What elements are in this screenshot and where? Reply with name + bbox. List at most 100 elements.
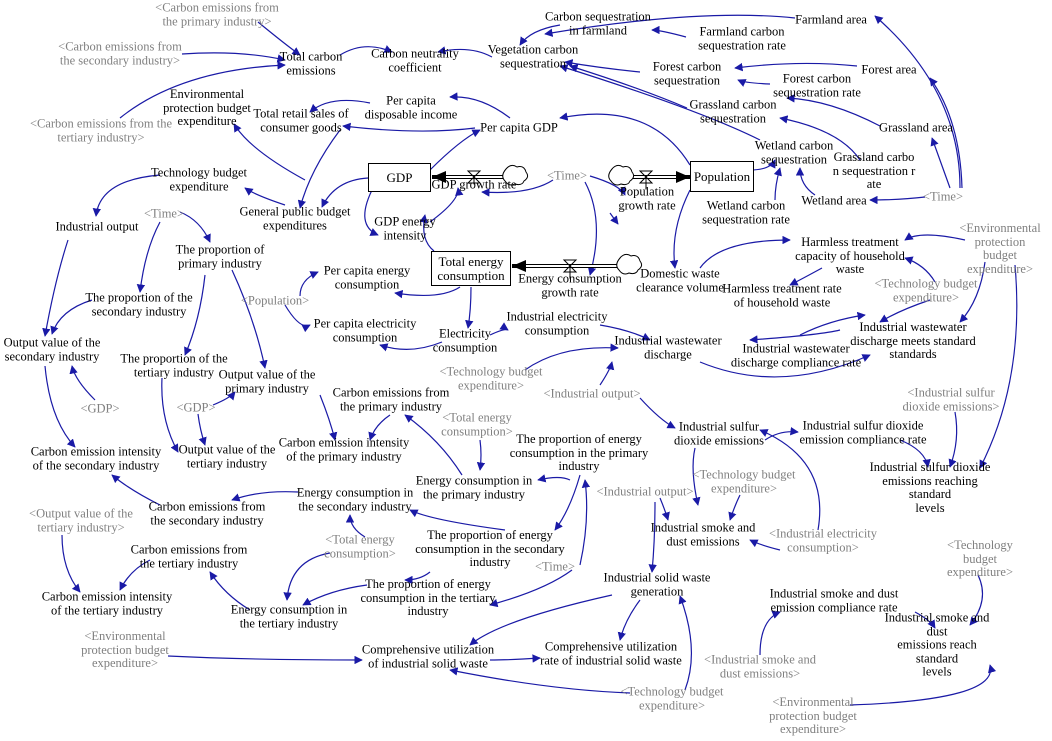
var-per-capita-electricity[interactable]: Per capita electricity consumption: [313, 316, 417, 344]
var-proportion-energy-tertiary[interactable]: The proportion of energy consumption in …: [360, 576, 496, 618]
var-harmless-treatment-capacity[interactable]: Harmless treatment capacity of household…: [795, 234, 905, 276]
var-sulfur-dioxide-standard[interactable]: Industrial sulfur dioxide emissions reac…: [869, 460, 991, 515]
var-comprehensive-utilization[interactable]: Comprehensive utilization of industrial …: [361, 642, 495, 670]
var-carbon-intensity-primary[interactable]: Carbon emission intensity of the primary…: [278, 435, 410, 463]
var-vegetation-sequestration[interactable]: Vegetation carbon sequestration: [487, 42, 579, 70]
var-carbon-sequestration-farmland[interactable]: Carbon sequestration in farmland: [545, 9, 651, 37]
var-gdp-shadow-2[interactable]: <GDP>: [176, 400, 216, 415]
var-forest-sequestration-rate[interactable]: Forest carbon sequestration rate: [773, 71, 861, 99]
var-grassland-area[interactable]: Grassland area: [879, 120, 953, 135]
var-smoke-dust-emissions[interactable]: Industrial smoke and dust emissions: [650, 520, 756, 548]
var-proportion-tertiary[interactable]: The proportion of the tertiary industry: [120, 351, 228, 379]
var-env-budget-shadow-3[interactable]: <Environmental protection budget expendi…: [769, 694, 857, 736]
var-comprehensive-utilization-rate[interactable]: Comprehensive utilization rate of indust…: [540, 639, 682, 667]
var-grassland-sequestration-rate[interactable]: Grassland carbo n sequestration r ate: [832, 149, 916, 191]
var-industrial-output-shadow-2[interactable]: <Industrial output>: [596, 484, 694, 499]
var-energy-tertiary[interactable]: Energy consumption in the tertiary indus…: [230, 602, 348, 630]
link-prop-secondary-to-energy-secondary: [409, 509, 506, 531]
var-carbon-intensity-tertiary[interactable]: Carbon emission intensity of the tertiar…: [41, 589, 173, 617]
var-tech-budget-shadow-5[interactable]: <Technology budget expenditure>: [620, 684, 724, 712]
var-electricity-consumption[interactable]: Electricity consumption: [432, 326, 498, 354]
var-per-capita-income[interactable]: Per capita disposable income: [364, 93, 458, 121]
var-energy-secondary[interactable]: Energy consumption in the secondary indu…: [296, 485, 414, 513]
link-ce-tertiary-to-ci-tertiary: [119, 559, 151, 591]
var-carbon-emissions-primary[interactable]: Carbon emissions from the primary indust…: [332, 385, 450, 413]
var-tech-budget-shadow-1[interactable]: <Technology budget expenditure>: [874, 276, 978, 304]
var-wastewater-standard[interactable]: Industrial wastewater discharge meets st…: [850, 319, 976, 361]
var-grassland-sequestration[interactable]: Grassland carbon sequestration: [689, 97, 777, 125]
var-total-energy-shadow-2[interactable]: <Total energy consumption>: [324, 532, 396, 560]
var-output-tertiary[interactable]: Output value of the tertiary industry: [178, 442, 276, 470]
energy-valve-bottom: [562, 265, 578, 273]
var-farmland-sequestration-rate[interactable]: Farmland carbon sequestration rate: [698, 24, 786, 52]
var-wastewater-compliance-rate[interactable]: Industrial wastewater discharge complian…: [730, 341, 862, 369]
var-time-bottom[interactable]: <Time>: [534, 559, 576, 574]
link-wet-area-to-cs: [795, 167, 816, 196]
var-industrial-output-shadow-1[interactable]: <Industrial output>: [543, 386, 641, 401]
var-energy-growth-rate[interactable]: Energy consumption growth rate: [518, 271, 622, 299]
var-proportion-energy-secondary[interactable]: The proportion of energy consumption in …: [415, 527, 565, 569]
var-sulfur-dioxide-emissions[interactable]: Industrial sulfur dioxide emissions: [674, 419, 764, 447]
var-industrial-solid-waste[interactable]: Industrial solid waste generation: [603, 570, 711, 598]
var-time-mid[interactable]: <Time>: [546, 168, 588, 183]
var-total-energy-shadow-1[interactable]: <Total energy consumption>: [441, 410, 513, 438]
var-forest-sequestration[interactable]: Forest carbon sequestration: [652, 59, 722, 87]
var-time-right[interactable]: <Time>: [922, 189, 964, 204]
var-wetland-area[interactable]: Wetland area: [801, 193, 867, 208]
var-proportion-primary[interactable]: The proportion of primary industry: [175, 242, 265, 270]
var-sulfur-dioxide-compliance[interactable]: Industrial sulfur dioxide emission compl…: [799, 418, 927, 446]
var-population-growth-rate[interactable]: Population growth rate: [618, 184, 676, 212]
var-wetland-sequestration[interactable]: Wetland carbon sequestration: [754, 138, 834, 166]
var-harmless-treatment-rate[interactable]: Harmless treatment rate of household was…: [722, 281, 842, 309]
var-carbon-intensity-secondary[interactable]: Carbon emission intensity of the seconda…: [30, 444, 162, 472]
var-carbon-emissions-secondary[interactable]: Carbon emissions from the secondary indu…: [148, 499, 266, 527]
var-ce-primary-shadow[interactable]: <Carbon emissions from the primary indus…: [155, 0, 279, 28]
var-gdp-shadow-1[interactable]: <GDP>: [80, 401, 120, 416]
stock-total-energy-consumption[interactable]: Total energy consumption: [431, 251, 511, 286]
var-carbon-emissions-tertiary[interactable]: Carbon emissions from the tertiary indus…: [130, 542, 248, 570]
var-wetland-sequestration-rate[interactable]: Wetland carbon sequestration rate: [702, 198, 790, 226]
var-gdp-energy-intensity[interactable]: GDP energy intensity: [374, 214, 436, 242]
var-ce-secondary-shadow[interactable]: <Carbon emissions from the secondary ind…: [58, 39, 182, 67]
var-output-tertiary-shadow[interactable]: <Output value of the tertiary industry>: [29, 506, 133, 534]
var-ce-tertiary-shadow[interactable]: <Carbon emissions from the tertiary indu…: [29, 116, 173, 144]
var-industrial-electricity[interactable]: Industrial electricity consumption: [506, 309, 608, 337]
link-gdp-sh2-to-output-tertiary: [197, 413, 207, 446]
var-time-left[interactable]: <Time>: [143, 206, 185, 221]
var-smoke-dust-compliance[interactable]: Industrial smoke and dust emission compl…: [769, 586, 899, 614]
var-env-budget-shadow-2[interactable]: <Environmental protection budget expendi…: [81, 628, 169, 670]
var-per-capita-gdp[interactable]: Per capita GDP: [480, 120, 558, 135]
var-proportion-energy-primary[interactable]: The proportion of energy consumption in …: [509, 431, 649, 473]
var-per-capita-energy[interactable]: Per capita energy consumption: [323, 263, 411, 291]
var-output-secondary[interactable]: Output value of the secondary industry: [3, 335, 101, 363]
var-tech-budget-shadow-3[interactable]: <Technology budget expenditure>: [692, 467, 796, 495]
var-forest-area[interactable]: Forest area: [861, 62, 917, 77]
var-industrial-wastewater[interactable]: Industrial wastewater discharge: [614, 333, 722, 361]
link-forest-rate-to-cs: [737, 79, 771, 87]
stock-gdp[interactable]: GDP: [368, 163, 431, 192]
var-industrial-electricity-shadow[interactable]: <Industrial electricity consumption>: [768, 526, 878, 554]
var-technology-budget[interactable]: Technology budget expenditure: [151, 165, 247, 193]
var-farmland-area[interactable]: Farmland area: [795, 12, 867, 27]
stock-population[interactable]: Population: [690, 161, 754, 192]
var-general-public-budget[interactable]: General public budget expenditures: [239, 204, 351, 232]
var-smoke-dust-standard[interactable]: Industrial smoke and dust emissions reac…: [884, 610, 990, 679]
var-energy-primary[interactable]: Energy consumption in the primary indust…: [415, 473, 533, 501]
var-domestic-waste-volume[interactable]: Domestic waste clearance volume: [636, 266, 724, 294]
var-total-carbon-emissions[interactable]: Total carbon emissions: [279, 49, 343, 77]
var-proportion-secondary[interactable]: The proportion of the secondary industry: [85, 290, 193, 318]
var-total-retail-sales[interactable]: Total retail sales of consumer goods: [253, 106, 349, 134]
var-sulfur-dioxide-shadow[interactable]: <Industrial sulfur dioxide emissions>: [902, 385, 1000, 413]
var-gdp-growth-rate[interactable]: GDP growth rate: [431, 177, 517, 192]
var-carbon-neutrality-coefficient[interactable]: Carbon neutrality coefficient: [371, 46, 459, 74]
var-industrial-output[interactable]: Industrial output: [55, 219, 139, 234]
var-smoke-emissions-shadow[interactable]: <Industrial smoke and dust emissions>: [704, 652, 816, 680]
link-output-tertiary-sh-to-ci-tertiary: [61, 534, 81, 593]
var-population-shadow[interactable]: <Population>: [240, 293, 310, 308]
var-env-protection-budget[interactable]: Environmental protection budget expendit…: [163, 86, 251, 128]
var-output-primary[interactable]: Output value of the primary industry: [218, 367, 316, 395]
population-source-cloud-icon: [608, 164, 635, 186]
var-tech-budget-shadow-4[interactable]: <Technology budget expenditure>: [946, 537, 1014, 579]
var-env-budget-shadow-1[interactable]: <Environmental protection budget expendi…: [959, 221, 1041, 276]
var-tech-budget-shadow-2[interactable]: <Technology budget expenditure>: [439, 364, 543, 392]
